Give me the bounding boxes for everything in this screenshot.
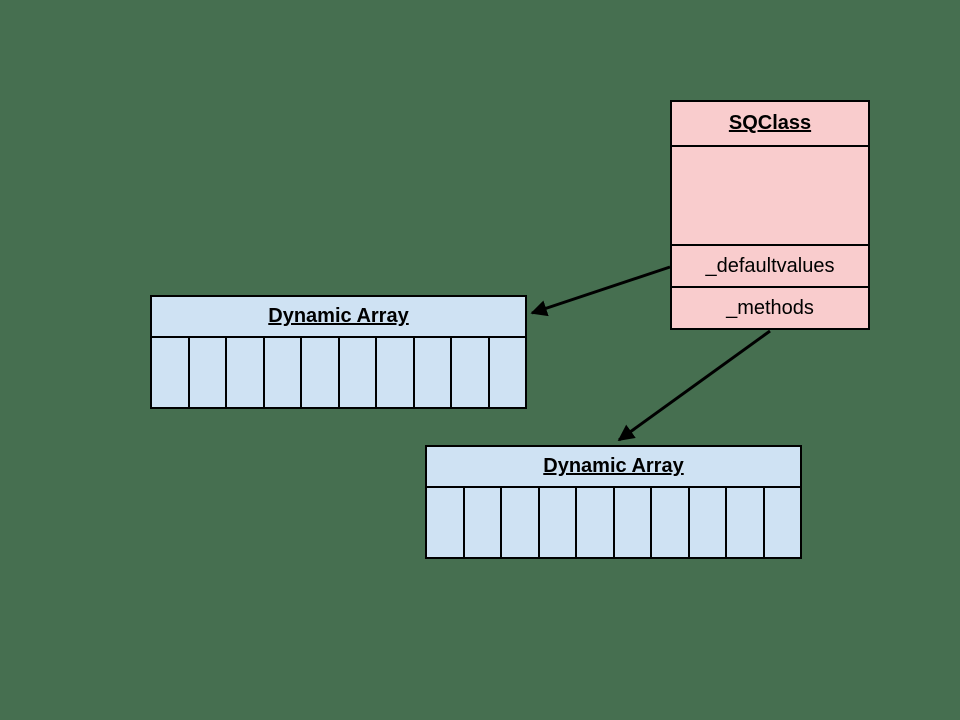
array-cell	[727, 488, 763, 557]
dynamic-array-2-cells	[425, 488, 802, 559]
arrow-sqclass-to-dynamic-array-2	[617, 329, 771, 442]
array-cell	[652, 488, 688, 557]
array-cell	[414, 338, 450, 407]
dynamic-array-2-title: Dynamic Array	[425, 445, 802, 488]
dynamic-array-1-title: Dynamic Array	[150, 295, 527, 338]
array-cell	[189, 338, 225, 407]
arrow-sqclass-to-dynamic-array-1	[530, 265, 671, 317]
array-cell	[577, 488, 613, 557]
array-cell	[502, 488, 538, 557]
sqclass-attribute-defaultvalues: _defaultvalues	[672, 244, 868, 286]
sqclass-attribute-methods: _methods	[672, 286, 868, 328]
array-cell	[452, 338, 488, 407]
dynamic-array-2: Dynamic Array	[425, 445, 802, 559]
array-cell	[539, 488, 575, 557]
array-cell	[264, 338, 300, 407]
array-cell	[427, 488, 463, 557]
sqclass-title: SQClass	[672, 102, 868, 147]
array-cell	[764, 488, 800, 557]
sqclass-empty-section	[672, 147, 868, 244]
dynamic-array-1-cells	[150, 338, 527, 409]
array-cell	[227, 338, 263, 407]
array-cell	[339, 338, 375, 407]
array-cell	[377, 338, 413, 407]
sqclass-box: SQClass _defaultvalues _methods	[670, 100, 870, 330]
array-cell	[464, 488, 500, 557]
array-cell	[489, 338, 525, 407]
array-cell	[302, 338, 338, 407]
array-cell	[152, 338, 188, 407]
array-cell	[614, 488, 650, 557]
dynamic-array-1: Dynamic Array	[150, 295, 527, 409]
array-cell	[689, 488, 725, 557]
